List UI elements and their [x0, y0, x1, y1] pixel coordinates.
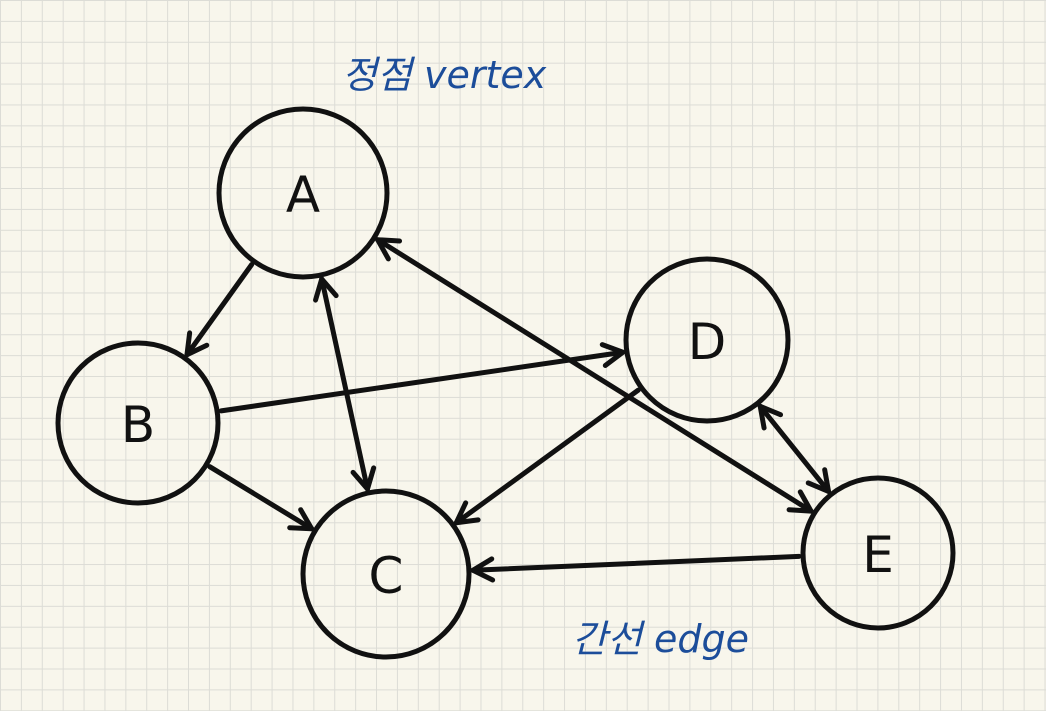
node-b: B [55, 340, 221, 506]
edge-line-b-c [207, 464, 315, 532]
edge-line-b-d [218, 349, 626, 414]
arrow-head-a-e-end [786, 489, 814, 514]
node-label-a: A [286, 166, 320, 224]
arrow-head-a-c-end [350, 465, 377, 492]
node-a: A [216, 106, 390, 280]
node-c: C [300, 488, 472, 660]
vertex-annotation: 정점 vertex [342, 53, 547, 97]
edge-e-c [470, 553, 802, 583]
edge-line-a-e [375, 237, 814, 514]
edge-line-a-c [319, 276, 370, 492]
edge-a-b [184, 262, 255, 358]
node-circle-c [300, 488, 472, 660]
node-label-e: E [862, 526, 894, 584]
arrow-head-a-b-end [184, 330, 210, 358]
node-label-d: D [688, 313, 727, 371]
node-label-c: C [369, 547, 404, 605]
arrow-head-b-c-end [287, 507, 315, 532]
node-e: E [800, 475, 956, 631]
arrow-head-d-c-end [453, 500, 481, 526]
arrow-head-a-c-start [313, 276, 339, 303]
edge-line-d-c [453, 387, 641, 526]
edge-line-a-b [184, 262, 255, 358]
node-d: D [623, 256, 791, 424]
edge-d-e [757, 403, 832, 494]
edge-a-e [375, 237, 814, 514]
edge-b-d [218, 342, 626, 414]
edge-line-d-e [757, 403, 832, 494]
arrow-head-e-c-end [470, 556, 496, 583]
node-label-b: B [121, 396, 155, 454]
edge-line-e-c [470, 553, 802, 573]
edge-b-c [207, 464, 315, 532]
node-circle-d [623, 256, 791, 424]
edge-annotation: 간선 edge [572, 617, 749, 661]
node-circle-e [800, 475, 956, 631]
node-circle-a [216, 106, 390, 280]
nodes-layer: A B C D E [55, 106, 956, 660]
arrow-head-a-e-start [375, 237, 403, 262]
arrow-head-b-d-end [599, 342, 626, 368]
edges-layer [184, 237, 832, 583]
annotations-layer: 정점 vertex 간선 edge [342, 53, 749, 661]
edge-a-c [313, 276, 377, 492]
arrow-head-d-e-start [757, 403, 784, 431]
edge-d-c [453, 387, 641, 526]
node-circle-b [55, 340, 221, 506]
arrow-head-d-e-end [805, 467, 832, 494]
